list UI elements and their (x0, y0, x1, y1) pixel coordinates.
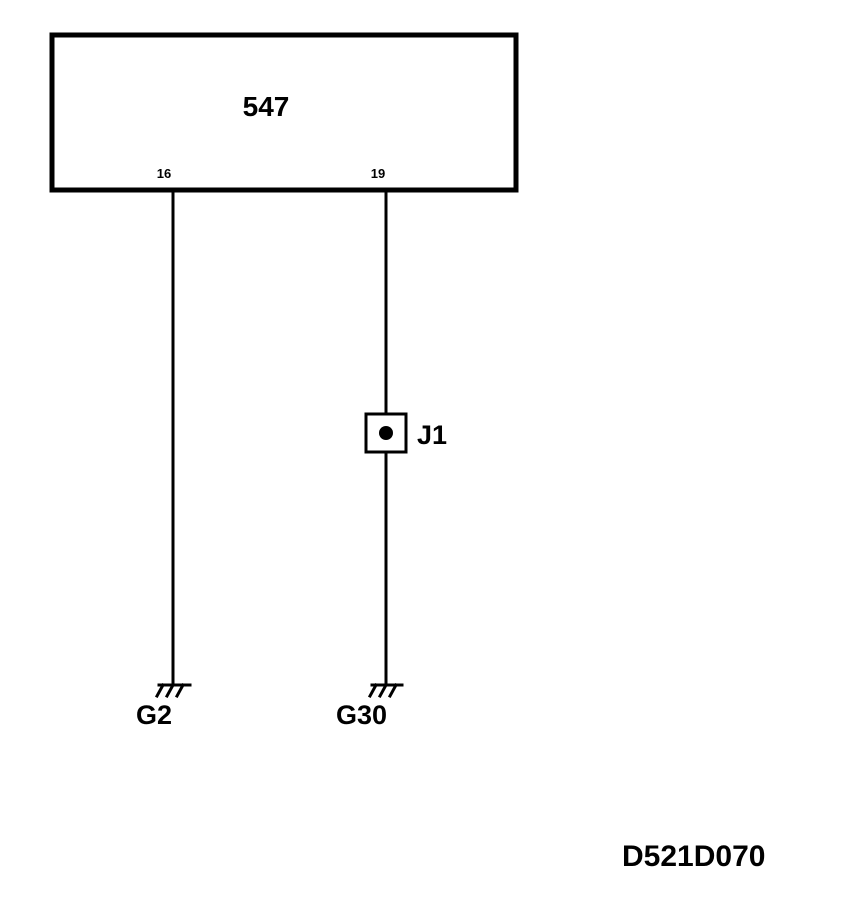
component-547: 547 16 19 (49, 32, 519, 193)
ground-icon (154, 682, 192, 699)
junction-label: J1 (417, 420, 447, 450)
pin-label-19: 19 (371, 166, 385, 181)
component-label: 547 (243, 91, 290, 122)
ground-g30: G30 (336, 682, 404, 730)
ground-label-g2: G2 (136, 700, 172, 730)
pin-label-16: 16 (157, 166, 171, 181)
ground-g2: G2 (136, 682, 192, 730)
ground-icon (367, 682, 404, 699)
diagram-code: D521D070 (622, 840, 765, 873)
component-box (49, 32, 519, 193)
ground-label-g30: G30 (336, 700, 387, 730)
junction-dot-icon (379, 426, 393, 440)
junction-j1: J1 (364, 412, 447, 454)
